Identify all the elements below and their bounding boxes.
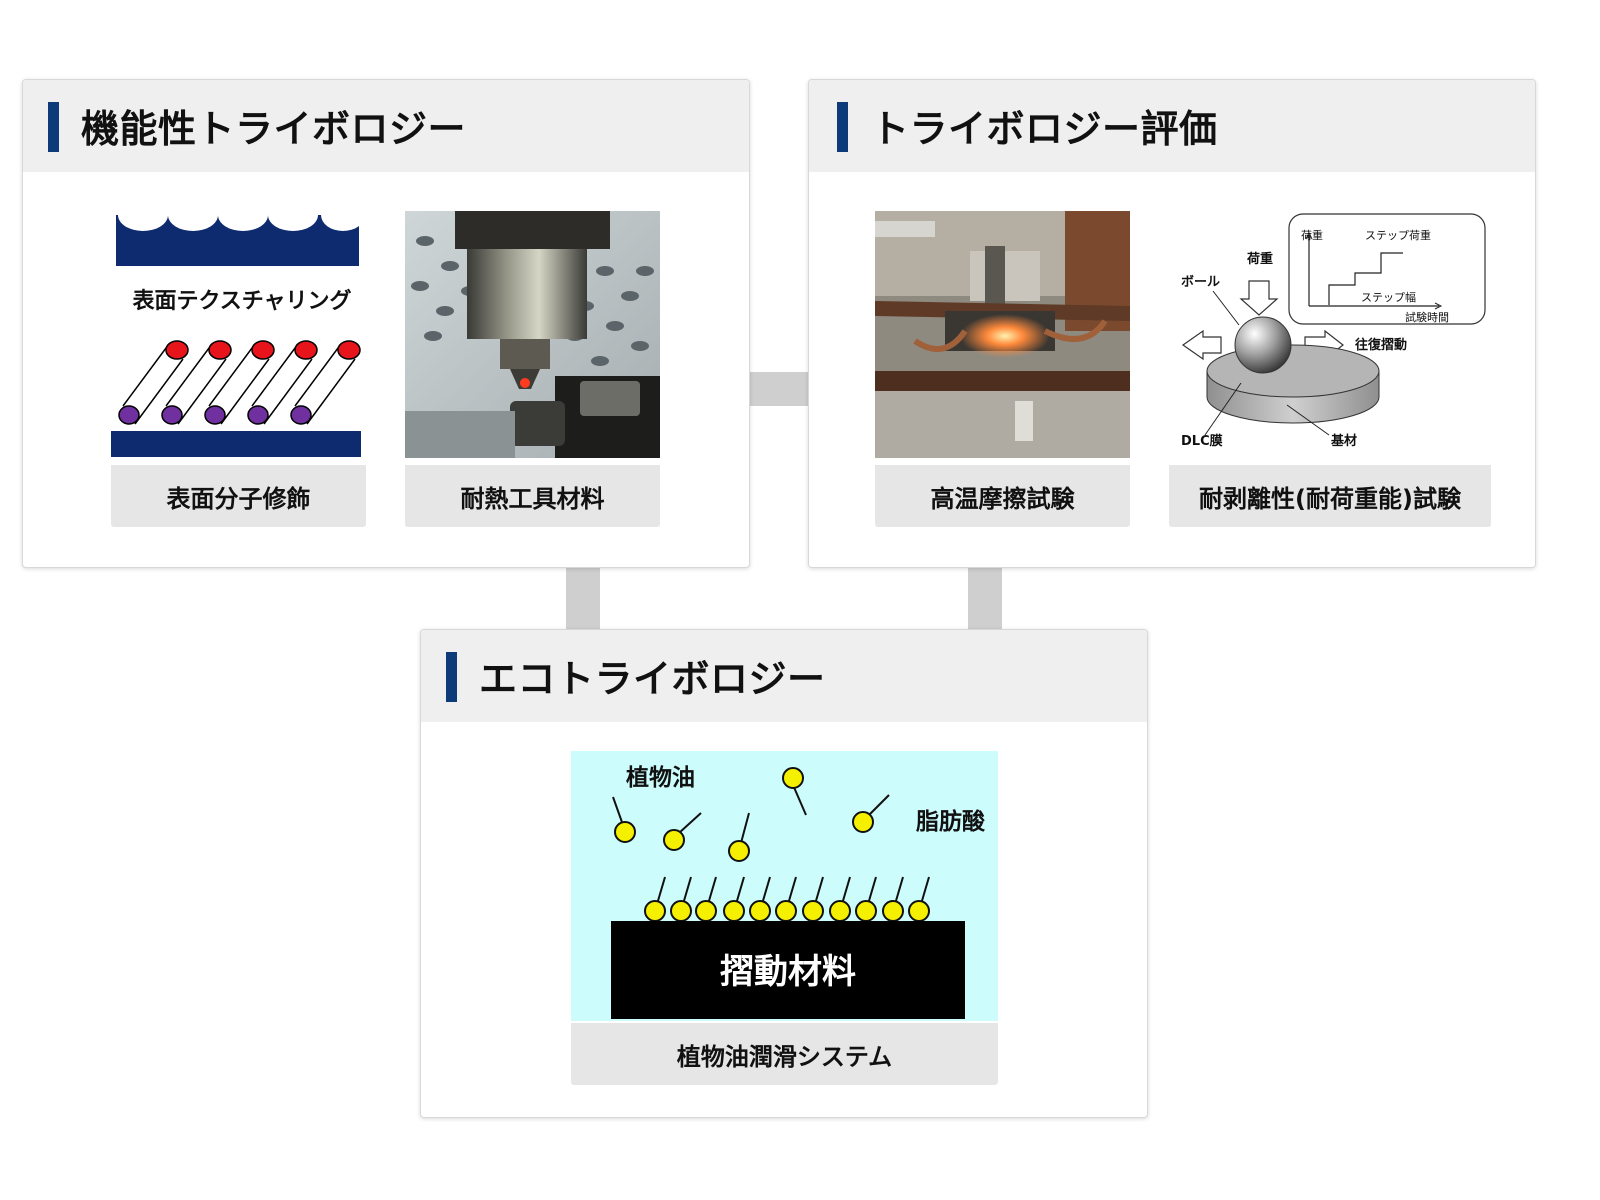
step-load-label: ステップ荷重 — [1365, 228, 1431, 242]
molecule — [204, 340, 275, 425]
step-line — [1328, 252, 1403, 305]
hightemp-panel: 高温摩擦試験 — [875, 211, 1130, 527]
accent-bar — [837, 102, 848, 152]
molecular-panel: 表面テクスチャリング 表面分子修飾 — [111, 199, 366, 527]
tool-caption: 耐熱工具材料 — [405, 465, 660, 527]
card-title: トライボロジー評価 — [871, 107, 1218, 151]
accent-bar — [446, 652, 457, 702]
veg-oil-caption: 植物油潤滑システム — [571, 1023, 998, 1085]
left-arrow — [1181, 329, 1222, 361]
card-title: 機能性トライボロジー — [81, 107, 467, 151]
reciprocating-label: 往復摺動 — [1355, 337, 1407, 353]
load-label: 荷重 — [1246, 251, 1273, 267]
molecule — [247, 340, 318, 425]
peel-caption: 耐剥離性(耐荷重能)試験 — [1169, 465, 1491, 527]
accent-bar — [48, 102, 59, 152]
molecule — [118, 340, 189, 425]
sliding-material-block — [611, 921, 965, 1019]
steel-ball — [1234, 316, 1292, 374]
load-graph-box — [1288, 213, 1486, 325]
veg-oil-diagram: 植物油 脂肪酸 — [571, 751, 998, 1021]
veg-oil-label: 植物油 — [626, 764, 695, 791]
molecule — [290, 340, 361, 425]
connector-right-vertical — [968, 567, 1002, 629]
graph-load-label: 荷重 — [1301, 228, 1323, 242]
functional-tribology-card: 機能性トライボロジー 表面テクスチャリング — [22, 79, 750, 568]
free-fatty-acids — [612, 767, 890, 862]
substrate-bar — [111, 431, 361, 457]
texturing-label: 表面テクスチャリング — [132, 288, 351, 314]
dlc-label: DLC膜 — [1181, 433, 1223, 449]
ball-label: ボール — [1181, 274, 1220, 290]
tribology-evaluation-card: トライボロジー評価 高温摩擦試験 — [808, 79, 1536, 568]
eco-tribology-card: エコトライボロジー 植物油 脂肪酸 — [420, 629, 1148, 1118]
hightemp-photo — [875, 211, 1130, 458]
card-title: エコトライボロジー — [479, 657, 826, 701]
step-width-label: ステップ幅 — [1361, 291, 1416, 304]
connector-left-vertical — [566, 567, 600, 629]
card-header: 機能性トライボロジー — [23, 80, 749, 172]
fatty-acid-label: 脂肪酸 — [916, 808, 986, 835]
veg-oil-panel: 植物油 脂肪酸 — [571, 751, 998, 1087]
molecule — [161, 340, 232, 425]
substrate-label: 基材 — [1330, 433, 1357, 449]
texture-molecule-diagram: 表面テクスチャリング — [111, 199, 365, 457]
card-header: トライボロジー評価 — [809, 80, 1535, 172]
load-arrow — [1239, 280, 1279, 316]
molecular-caption: 表面分子修飾 — [111, 465, 366, 527]
peel-panel: 荷重 ステップ荷重 ステップ幅 試験時間 荷重 ボール 往復摺動 DLC膜 基材… — [1169, 211, 1491, 527]
peel-test-diagram: 荷重 ステップ荷重 ステップ幅 試験時間 荷重 ボール 往復摺動 DLC膜 基材 — [1181, 213, 1486, 449]
tool-photo — [405, 211, 660, 458]
test-time-label: 試験時間 — [1405, 310, 1449, 324]
connector-horizontal — [749, 372, 809, 406]
tool-panel: 耐熱工具材料 — [405, 211, 660, 527]
card-header: エコトライボロジー — [421, 630, 1147, 722]
adsorbed-fatty-acids — [644, 876, 930, 922]
sliding-material-label: 摺動材料 — [720, 952, 856, 992]
hightemp-caption: 高温摩擦試験 — [875, 465, 1130, 527]
grafted-molecules — [118, 340, 361, 425]
